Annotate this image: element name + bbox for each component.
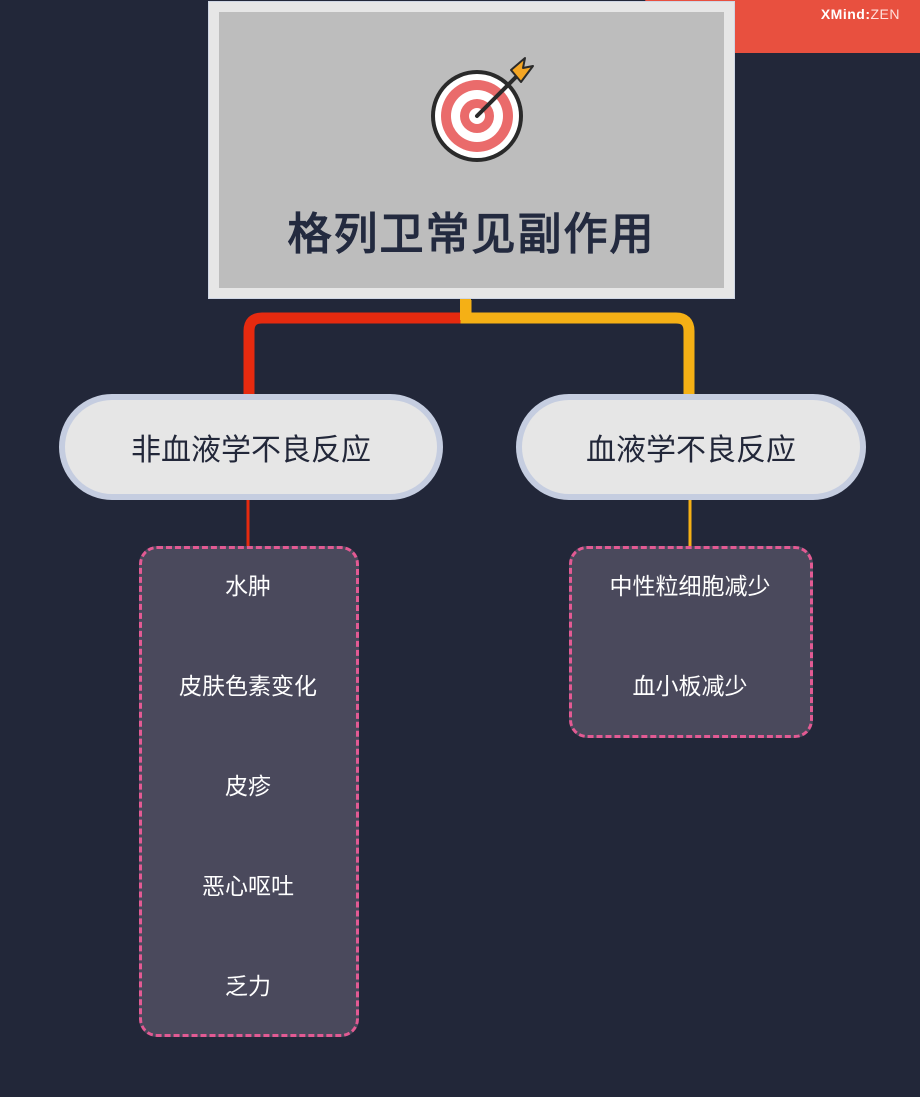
leaf-thrombocytopenia[interactable]: 血小板减少 (632, 674, 748, 700)
branch-label: 非血液学不良反应 (131, 433, 371, 468)
target-arrow-icon (431, 57, 534, 162)
root-topic[interactable]: 格列卫常见副作用 (208, 1, 735, 299)
subtopic-group-hematologic (569, 546, 813, 738)
branch-label: 血液学不良反应 (586, 433, 796, 468)
branch-hematologic[interactable]: 血液学不良反应 (516, 394, 866, 500)
subtopic-group-non-hematologic (139, 546, 359, 1037)
connector-root-left (243, 300, 472, 397)
leaf-fatigue[interactable]: 乏力 (225, 974, 271, 1000)
connector-root-right (460, 300, 695, 397)
leaf-neutropenia[interactable]: 中性粒细胞减少 (609, 574, 771, 600)
leaf-rash[interactable]: 皮疹 (225, 774, 271, 800)
branch-non-hematologic[interactable]: 非血液学不良反应 (59, 394, 443, 500)
watermark-sep: : (865, 6, 871, 22)
watermark-brand: XMind (820, 6, 866, 22)
watermark-edition: ZEN (870, 6, 900, 22)
leaf-nausea-vomiting[interactable]: 恶心呕吐 (202, 874, 294, 900)
leaf-edema[interactable]: 水肿 (225, 574, 271, 600)
watermark-text: XMind:ZEN (821, 6, 900, 22)
root-title: 格列卫常见副作用 (287, 209, 656, 260)
leaf-skin-pigmentation[interactable]: 皮肤色素变化 (179, 674, 317, 700)
